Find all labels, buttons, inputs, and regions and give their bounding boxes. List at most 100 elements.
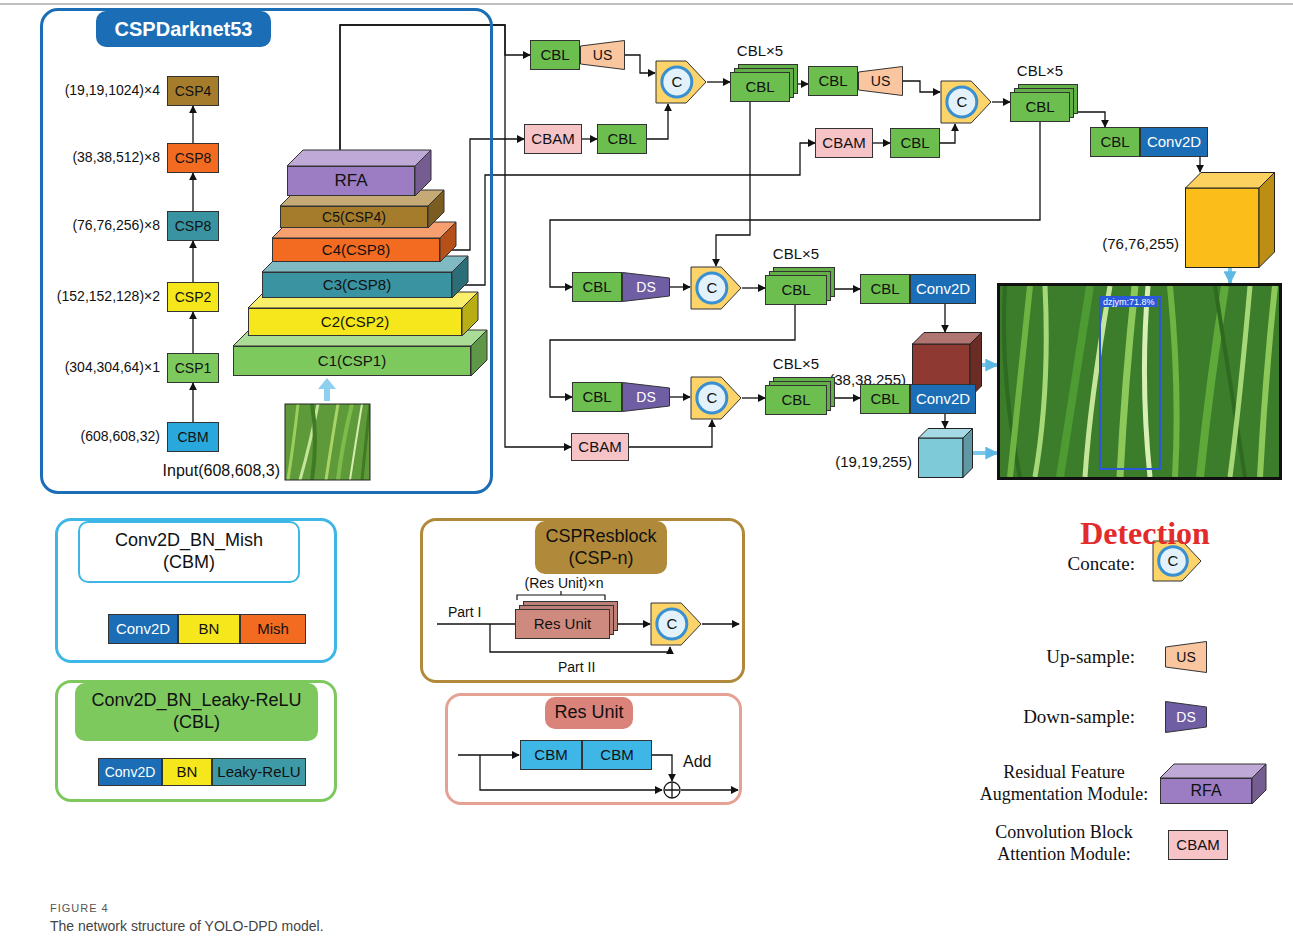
stacked-box: CBL×5CBL bbox=[1010, 92, 1070, 122]
leaf bbox=[1010, 286, 1030, 477]
concat-ring bbox=[662, 67, 692, 97]
connector bbox=[192, 241, 193, 282]
concat-label: C bbox=[1168, 552, 1179, 569]
connector bbox=[192, 383, 193, 422]
add-circle bbox=[663, 781, 681, 799]
box-label: CBL bbox=[781, 391, 810, 408]
slab-top bbox=[233, 330, 487, 346]
input-image bbox=[285, 404, 370, 480]
detection-box bbox=[1100, 297, 1160, 469]
process-box: CBAM bbox=[524, 124, 582, 154]
process-box: Conv2D bbox=[108, 614, 178, 644]
group-box: CSPResblock (CSP-n)Res UnitC bbox=[420, 518, 745, 683]
leaf bbox=[1085, 286, 1110, 477]
title-tab: CSPResblock (CSP-n) bbox=[535, 521, 667, 574]
title-tab: Conv2D_BN_Leaky-ReLU (CBL) bbox=[75, 683, 318, 741]
title-tab: Res Unit bbox=[545, 697, 633, 729]
output-tensor: (19,19,255) bbox=[918, 428, 973, 478]
output-tensor: (76,76,255) bbox=[1185, 172, 1275, 268]
sample-trapezoid bbox=[1166, 642, 1207, 673]
slab-top bbox=[248, 292, 478, 308]
repeat-label: CBL×5 bbox=[773, 355, 819, 372]
process-box: CBL bbox=[1090, 127, 1140, 157]
leaf bbox=[288, 404, 298, 480]
connector bbox=[582, 138, 597, 139]
add-label: Add bbox=[683, 753, 711, 771]
layer-slab: RFA bbox=[1160, 778, 1252, 804]
add-plus bbox=[665, 783, 679, 797]
connector bbox=[973, 451, 997, 455]
legend-text: Residual Feature Augmentation Module: bbox=[975, 762, 1153, 805]
connector bbox=[625, 55, 655, 73]
leaf bbox=[1035, 286, 1046, 477]
sample-label: US bbox=[1176, 649, 1195, 665]
stacked-box: CBL×5CBL bbox=[765, 275, 827, 305]
cube-front bbox=[919, 438, 964, 478]
bracket bbox=[517, 591, 605, 600]
box-label: CBL bbox=[870, 280, 899, 297]
cube-side bbox=[1259, 173, 1275, 268]
process-box: CBAM bbox=[815, 128, 873, 158]
concat-ring bbox=[1159, 547, 1188, 576]
output-line bbox=[702, 623, 739, 624]
box-label: CBL bbox=[540, 46, 569, 63]
input-arrow-head bbox=[318, 378, 336, 389]
layer-slab: C3(CSP8) bbox=[262, 272, 452, 298]
leaf bbox=[362, 404, 370, 480]
dimension-label: (38,38,512)×8 bbox=[44, 149, 160, 166]
concat-symbol: C bbox=[690, 266, 742, 310]
concat-symbol: C bbox=[690, 376, 742, 420]
input-ground bbox=[285, 404, 370, 480]
box-label: CBM bbox=[534, 746, 567, 763]
layer-slab: C2(CSP2) bbox=[248, 308, 462, 336]
concat-ring bbox=[947, 87, 977, 117]
stacked-box: CBL×5CBL bbox=[765, 385, 827, 415]
process-box: CBM bbox=[582, 740, 652, 770]
process-box: CBM bbox=[167, 422, 219, 452]
process-box: CSP4 bbox=[167, 76, 219, 106]
title-tab: Conv2D_BN_Mish (CBM) bbox=[78, 521, 300, 583]
box-label: CBL bbox=[607, 130, 636, 147]
concat-pentagon bbox=[691, 267, 741, 309]
box-label: Leaky-ReLU bbox=[217, 763, 300, 780]
input-arrow bbox=[324, 388, 330, 401]
process-box: Conv2D bbox=[1140, 127, 1208, 157]
leaf bbox=[312, 404, 315, 480]
note-label: Input(608,608,3) bbox=[96, 461, 280, 480]
box-label: CBAM bbox=[578, 438, 621, 455]
connector bbox=[944, 414, 945, 428]
box-label: Mish bbox=[257, 620, 289, 637]
box-label: Conv2D bbox=[1147, 133, 1201, 150]
repeat-label: CBL×5 bbox=[737, 42, 783, 59]
repeat-label: CBL×5 bbox=[1017, 62, 1063, 79]
concat-label: C bbox=[957, 93, 968, 110]
concat-pentagon bbox=[656, 61, 706, 103]
process-box: CSP8 bbox=[167, 211, 219, 241]
process-box: CBL bbox=[860, 274, 910, 304]
connector bbox=[192, 106, 193, 143]
slab-label: C4(CSP8) bbox=[322, 241, 390, 258]
connector bbox=[1199, 157, 1200, 172]
slab-top bbox=[287, 150, 431, 166]
sample-trapezoid bbox=[859, 67, 903, 96]
sample-block: DS bbox=[622, 382, 670, 412]
box-label: CSP8 bbox=[175, 150, 212, 166]
process-box: BN bbox=[178, 614, 240, 644]
top-rule bbox=[0, 3, 1293, 5]
box-label: CBAM bbox=[1176, 836, 1219, 853]
box-label: CSP1 bbox=[175, 360, 212, 376]
connector bbox=[629, 420, 712, 447]
box-label: CSP4 bbox=[175, 83, 212, 99]
process-box: CBAM bbox=[1168, 830, 1228, 860]
connector bbox=[992, 101, 1010, 102]
add-node: Add bbox=[663, 781, 681, 799]
layer-slab: C4(CSP8) bbox=[272, 238, 440, 262]
box-label: CBL bbox=[900, 134, 929, 151]
process-box: Conv2D bbox=[98, 758, 162, 786]
group-box: Conv2D_BN_Mish (CBM) Conv2DBN Mish bbox=[55, 518, 337, 663]
connector bbox=[903, 81, 940, 92]
title-tab: CSPDarknet53 bbox=[96, 11, 271, 47]
box-label: CBM bbox=[600, 746, 633, 763]
connector bbox=[716, 102, 750, 266]
leaf bbox=[1170, 286, 1177, 477]
